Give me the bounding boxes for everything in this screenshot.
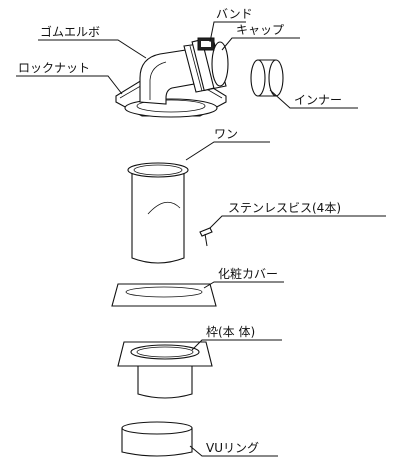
label-gomu-elbow: ゴムエルボ	[40, 24, 100, 39]
wan-part	[127, 162, 189, 264]
vu-ring-part	[121, 421, 193, 457]
label-cap: キャップ	[236, 23, 284, 37]
label-inner: インナー	[294, 93, 342, 107]
inner-pipe-part	[250, 59, 284, 97]
label-vu-ring: VUリング	[206, 441, 259, 455]
decorative-cover-part	[111, 283, 217, 307]
label-band: バンド	[216, 7, 253, 21]
screw-part	[199, 227, 213, 247]
label-frame: 枠(本 体)	[206, 325, 255, 339]
leader-lines	[16, 21, 386, 457]
frame-part	[117, 341, 213, 399]
label-cover: 化粧カバー	[218, 267, 278, 281]
label-wan: ワン	[214, 127, 238, 141]
label-screws: ステンレスビス(4本)	[228, 201, 341, 215]
label-lock-nut: ロックナット	[18, 61, 90, 75]
